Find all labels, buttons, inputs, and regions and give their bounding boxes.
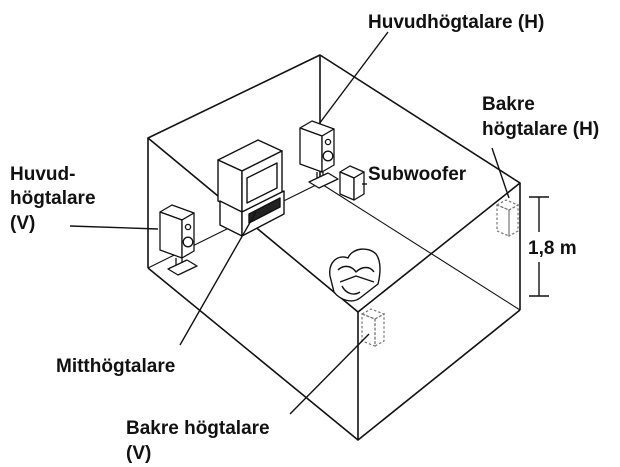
front-right-speaker — [299, 120, 339, 189]
room-box — [147, 54, 521, 441]
label-front-left-line3: (V) — [10, 213, 35, 234]
woofer — [322, 150, 334, 162]
label-rear-right-line2: högtalare (H) — [482, 119, 599, 140]
tv-screen — [246, 162, 278, 204]
leader-center — [179, 211, 257, 346]
leader-rear-left — [289, 333, 370, 415]
label-center-speaker: Mitthögtalare — [56, 356, 175, 377]
front-left-speaker — [159, 204, 198, 276]
label-front-left-line2: högtalare — [10, 188, 96, 209]
center-speaker — [248, 197, 281, 224]
armchair — [329, 248, 381, 302]
tweeter — [184, 223, 192, 231]
rear-left-speaker — [360, 308, 386, 348]
label-front-right-speaker: Huvudhögtalare (H) — [368, 12, 544, 33]
room-floor-back-right — [319, 182, 521, 311]
tv-with-center-speaker — [217, 139, 285, 237]
label-rear-left-line1: Bakre högtalare — [126, 418, 270, 439]
leader-rear-right — [491, 147, 510, 199]
leader-lines — [69, 31, 510, 415]
woofer — [182, 236, 194, 248]
label-rear-right-line1: Bakre — [482, 94, 535, 115]
label-front-left-line1: Huvud- — [10, 164, 75, 185]
subwoofer — [339, 165, 365, 201]
label-rear-left-line2: (V) — [126, 443, 151, 464]
room-bottom-front — [147, 267, 521, 441]
leader-front-right — [318, 31, 389, 125]
tweeter — [324, 138, 332, 146]
label-height: 1,8 m — [528, 238, 577, 259]
rear-right-speaker — [495, 199, 520, 238]
label-subwoofer: Subwoofer — [368, 164, 467, 185]
height-dimension — [529, 196, 549, 297]
leader-front-left — [69, 225, 159, 230]
